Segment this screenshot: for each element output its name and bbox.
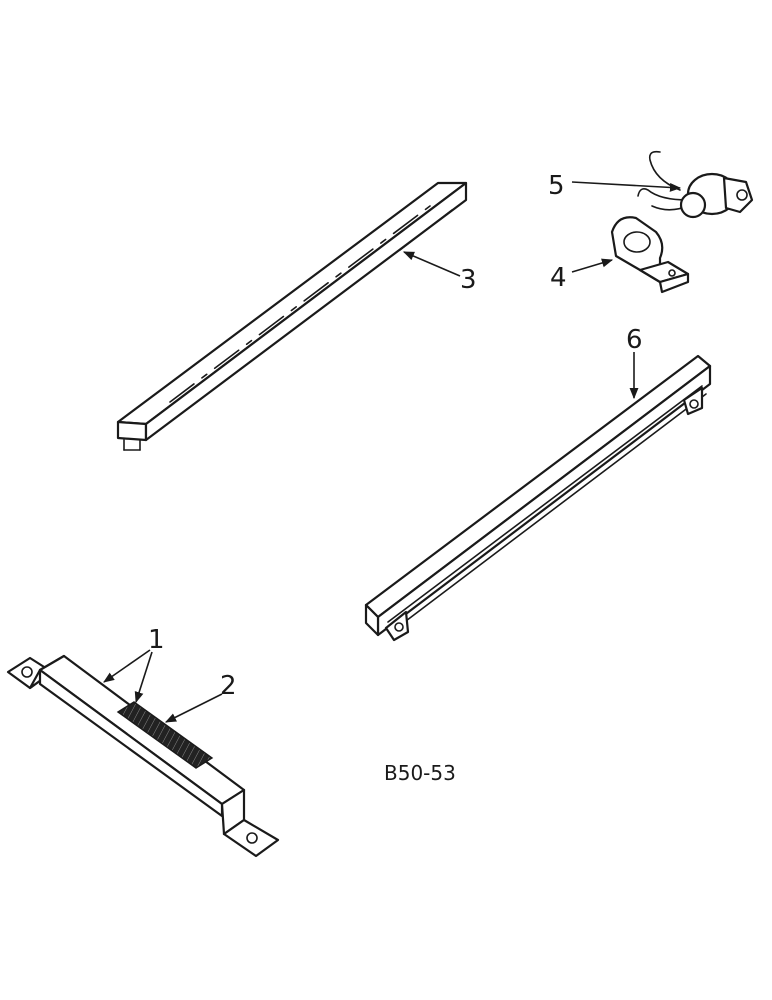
- callout-5: 5: [548, 171, 565, 201]
- strap-bracket-part-1: [6, 654, 280, 858]
- leader-lines: [103, 181, 682, 723]
- channel-rail-part-3: [116, 181, 468, 451]
- callout-1: 1: [148, 625, 165, 655]
- callout-4: 4: [550, 263, 567, 293]
- callout-2: 2: [220, 671, 237, 701]
- pad-part-2: [116, 701, 214, 769]
- callout-3: 3: [460, 265, 477, 295]
- drawing-number: B50-53: [384, 761, 456, 785]
- mounting-bracket-part-4: [610, 216, 690, 294]
- connector-part-5: [637, 150, 754, 219]
- slotted-rail-part-6: [364, 354, 712, 642]
- callout-6: 6: [626, 325, 643, 355]
